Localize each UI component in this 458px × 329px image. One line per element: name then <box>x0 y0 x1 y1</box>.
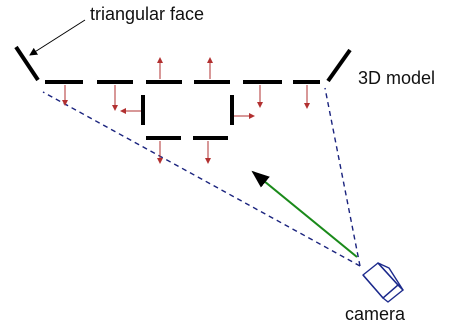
camera-sight-line-right <box>324 87 361 267</box>
label-pointer-arrow <box>29 19 86 56</box>
view-direction-vector <box>251 170 358 258</box>
triangular-face-label: triangular face <box>90 4 204 24</box>
camera-label: camera <box>345 304 406 324</box>
model-label: 3D model <box>358 68 435 88</box>
face-normals <box>62 57 310 164</box>
model-faces <box>14 45 352 140</box>
camera-sight-line-left <box>42 91 361 267</box>
camera-icon <box>362 262 404 303</box>
face-right-tilted <box>326 48 352 83</box>
face-left-tilted <box>14 45 40 82</box>
